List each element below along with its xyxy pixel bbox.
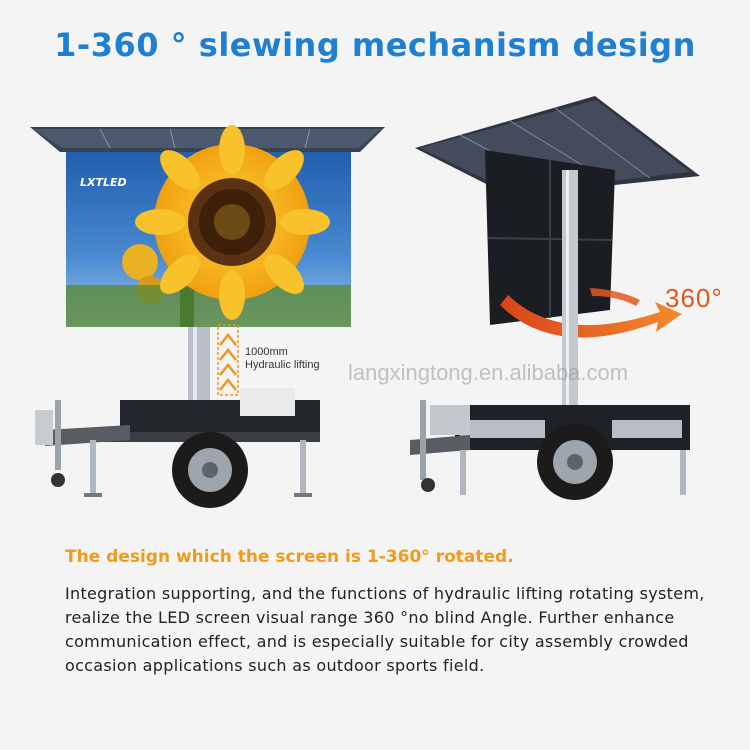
lift-label-line1: 1000mm xyxy=(245,346,288,358)
lift-label: 1000mm Hydraulic lifting xyxy=(245,346,320,372)
left-trailer xyxy=(30,125,385,508)
screen-logo: LXTLED xyxy=(80,176,127,189)
lift-label-line2: Hydraulic lifting xyxy=(245,359,320,371)
mast xyxy=(188,327,210,407)
feature-description: Integration supporting, and the function… xyxy=(65,584,705,675)
wheel-left xyxy=(172,432,248,508)
feature-headline: The design which the screen is 1-360° ro… xyxy=(65,547,514,567)
wheel-right xyxy=(537,424,613,500)
right-trailer xyxy=(410,96,700,500)
product-illustration xyxy=(30,96,700,508)
sunflower-image xyxy=(135,125,330,320)
lift-arrow xyxy=(217,324,239,396)
page-title: 1-360 ° slewing mechanism design xyxy=(54,26,696,64)
rotation-arrow xyxy=(500,288,682,338)
watermark: langxingtong.en.alibaba.com xyxy=(348,360,629,385)
rotation-label: 360° xyxy=(665,283,723,313)
